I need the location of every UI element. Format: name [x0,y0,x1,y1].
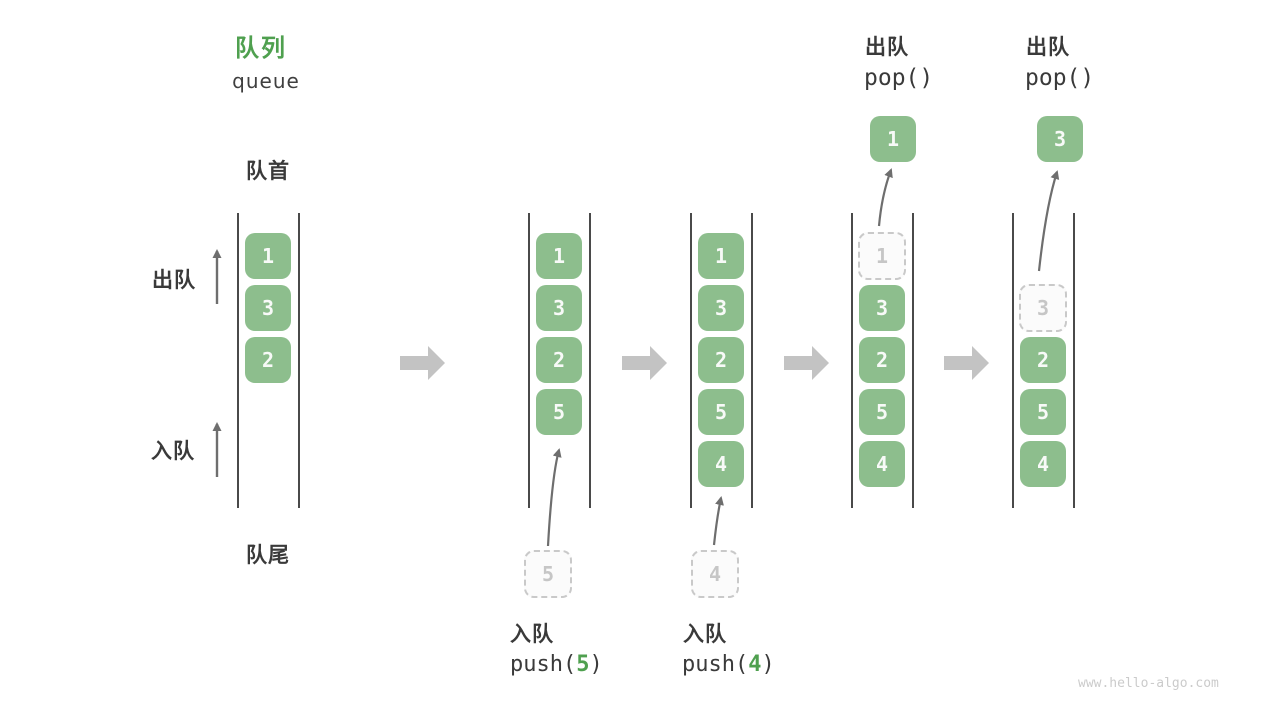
pop-first-code: pop() [864,65,934,91]
queue2-left-wall [528,213,530,508]
push5-flow-arrow-icon [546,448,562,547]
label-enqueue-left: 入队 [151,439,195,463]
queue3-incoming-ghost-box: 4 [691,550,739,598]
push5-label-zh: 入队 [510,622,554,646]
queue2-right-wall [589,213,591,508]
queue5-left-wall [1012,213,1014,508]
queue3-right-wall [751,213,753,508]
state-transition-arrow-icon [400,346,445,380]
queue4-item: 4 [859,441,905,487]
label-queue-rear: 队尾 [246,543,290,567]
pop-second-label-zh: 出队 [1026,35,1070,59]
push4-code: push(4) [682,652,775,677]
queue2-incoming-ghost-box: 5 [524,550,572,598]
queue5-item: 2 [1020,337,1066,383]
pop-first-label-zh: 出队 [865,35,909,59]
queue3-item: 4 [698,441,744,487]
watermark: www.hello-algo.com [1078,676,1219,691]
label-queue-front: 队首 [246,159,290,183]
queue5-removed-ghost-box: 3 [1019,284,1067,332]
state-transition-arrow-icon [944,346,989,380]
queue5-popped-box: 3 [1037,116,1083,162]
queue3-item: 3 [698,285,744,331]
queue3-item: 2 [698,337,744,383]
label-dequeue-left: 出队 [152,268,196,292]
queue4-removed-ghost-box: 1 [858,232,906,280]
push5-code-close: ) [589,652,603,677]
queue4-item: 3 [859,285,905,331]
pop-second-code: pop() [1025,65,1095,91]
queue5-item: 5 [1020,389,1066,435]
queue1-item: 1 [245,233,291,279]
queue4-popped-box: 1 [870,116,916,162]
queue5-right-wall [1073,213,1075,508]
queue1-item: 2 [245,337,291,383]
push4-code-arg: 4 [748,652,762,677]
state-transition-arrow-icon [622,346,667,380]
pop3-flow-arrow-icon [1037,170,1060,272]
queue1-left-wall [237,213,239,508]
push5-code: push(5) [510,652,603,677]
pop1-flow-arrow-icon [877,168,893,227]
push4-code-close: ) [761,652,775,677]
queue3-item: 1 [698,233,744,279]
queue2-item: 5 [536,389,582,435]
push4-flow-arrow-icon [712,496,724,546]
queue1-item: 3 [245,285,291,331]
queue4-left-wall [851,213,853,508]
push4-label-zh: 入队 [683,622,727,646]
queue3-left-wall [690,213,692,508]
push4-code-fn: push( [682,652,749,677]
queue3-item: 5 [698,389,744,435]
queue1-right-wall [298,213,300,508]
queue5-item: 4 [1020,441,1066,487]
queue4-right-wall [912,213,914,508]
queue2-item: 2 [536,337,582,383]
queue2-item: 1 [536,233,582,279]
diagram-title-en: queue [232,69,300,93]
queue2-item: 3 [536,285,582,331]
state-transition-arrow-icon [784,346,829,380]
push5-code-arg: 5 [576,652,590,677]
diagram-title-zh: 队列 [235,34,287,62]
push5-code-fn: push( [510,652,577,677]
queue4-item: 5 [859,389,905,435]
queue4-item: 2 [859,337,905,383]
